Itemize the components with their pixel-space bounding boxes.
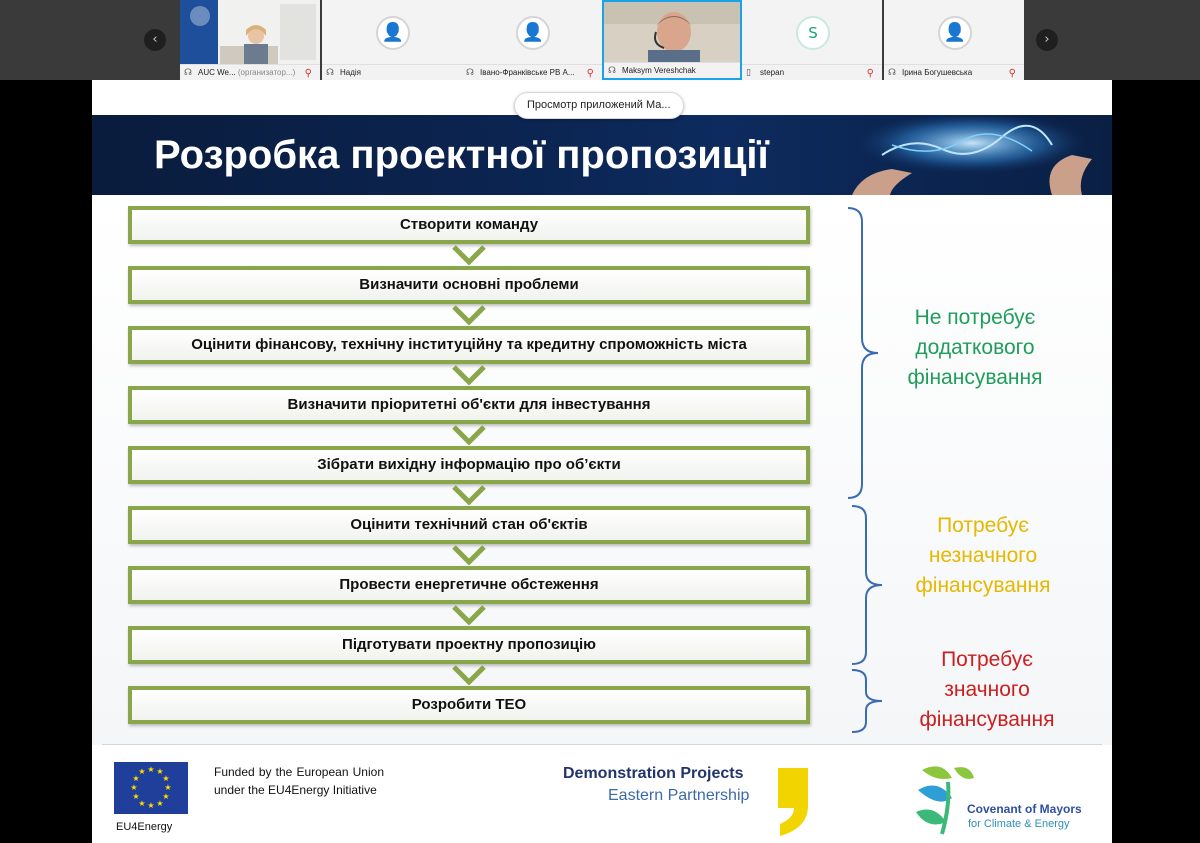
user-avatar-icon: 👤 <box>516 16 550 50</box>
mic-muted-icon: ⚲ <box>1008 68 1016 79</box>
participant-tile[interactable]: 👤 ☊ Надія <box>322 0 462 80</box>
process-step: Зібрати вихідну інформацію про об’єкти <box>128 446 810 484</box>
participant-tile[interactable]: 👤 ☊ Ірина Богушевська ⚲ <box>884 0 1024 80</box>
process-step: Створити команду <box>128 206 810 244</box>
svg-text:★: ★ <box>162 792 169 801</box>
chevron-down-icon <box>452 425 486 445</box>
group-brace <box>851 505 883 665</box>
svg-text:★: ★ <box>138 799 145 808</box>
process-step: Оцінити технічний стан об'єктів <box>128 506 810 544</box>
demo-projects-subtitle: Eastern Partnership <box>608 787 750 804</box>
participant-video: 👤 <box>884 0 1024 64</box>
chevron-left-icon[interactable]: ‹ <box>144 29 166 51</box>
participant-tile[interactable]: 👤 ☊ Івано-Франківське РВ А... ⚲ <box>462 0 602 80</box>
process-step: Провести енергетичне обстеження <box>128 566 810 604</box>
group-brace <box>851 669 883 733</box>
viewing-share-indicator[interactable]: Просмотр приложений Ма... <box>514 92 684 119</box>
headset-icon: ☊ <box>466 68 474 78</box>
phone-icon: ▯ <box>746 68 751 78</box>
mic-muted-icon: ⚲ <box>866 68 874 79</box>
user-avatar-icon: 👤 <box>938 16 972 50</box>
group-label-line: значного <box>944 678 1030 701</box>
participants-strip: ‹ ☊ AUC We... (организатор...) <box>0 0 1200 80</box>
process-step: Розробити ТЕО <box>128 686 810 724</box>
covenant-of-mayors-title: Covenant of Mayors <box>967 802 1082 816</box>
chevron-down-icon <box>452 485 486 505</box>
participant-tile[interactable]: ☊ AUC We... (организатор...) ⚲ <box>180 0 320 80</box>
eu4energy-label: EU4Energy <box>116 821 173 833</box>
participant-video <box>604 2 740 64</box>
demo-projects-logo-mark <box>778 768 808 836</box>
funding-statement: Funded by the European Union under the E… <box>214 765 384 797</box>
participant-label: ☊ Maksym Vereshchak <box>604 62 740 78</box>
chevron-down-icon <box>452 245 486 265</box>
group-label-minor-funding: Потребує незначного фінансування <box>908 511 1058 601</box>
participant-label: ▯ stepan ⚲ <box>742 64 882 80</box>
group-label-line: Потребує <box>937 514 1029 537</box>
chevron-right-icon[interactable]: › <box>1036 29 1058 51</box>
group-label-line: фінансування <box>919 708 1055 731</box>
headset-icon: ☊ <box>326 68 334 78</box>
covenant-of-mayors-logo <box>916 766 974 835</box>
chevron-down-icon <box>452 545 486 565</box>
chevron-down-icon <box>452 365 486 385</box>
participant-tile-active[interactable]: ☊ Maksym Vereshchak <box>602 0 742 80</box>
process-step: Визначити основні проблеми <box>128 266 810 304</box>
svg-text:★: ★ <box>147 765 154 774</box>
shared-slide: Розробка проектної пропозиції Просмотр п… <box>92 80 1112 843</box>
chevron-down-icon <box>452 305 486 325</box>
group-label-major-funding: Потребує значного фінансування <box>912 645 1062 735</box>
group-brace <box>847 207 879 499</box>
covenant-of-mayors-subtitle: for Climate & Energy <box>968 818 1070 830</box>
group-label-line: незначного <box>928 544 1038 567</box>
chevron-down-icon <box>452 665 486 685</box>
group-label-line: Не потребує <box>914 306 1036 329</box>
participant-label: ☊ AUC We... (организатор...) ⚲ <box>180 64 320 80</box>
participant-video: 👤 <box>462 0 602 64</box>
eu-stars-icon: ★★★ ★★★ ★★★ ★★★ <box>130 765 171 810</box>
svg-text:★: ★ <box>138 767 145 776</box>
mic-muted-icon: ⚲ <box>586 68 594 79</box>
group-label-line: фінансування <box>907 366 1043 389</box>
svg-text:★: ★ <box>130 783 137 792</box>
svg-text:★: ★ <box>156 799 163 808</box>
slide-title: Розробка проектної пропозиції <box>154 133 769 177</box>
group-label-line: додаткового <box>915 336 1035 359</box>
group-label-line: Потребує <box>941 648 1033 671</box>
process-step: Підготувати проектну пропозицію <box>128 626 810 664</box>
svg-text:★: ★ <box>147 801 154 810</box>
participant-label: ☊ Надія <box>322 64 462 80</box>
headset-icon: ☊ <box>888 68 896 78</box>
banner-background-image <box>852 115 1092 195</box>
demo-projects-title: Demonstration Projects <box>563 765 744 782</box>
svg-text:★: ★ <box>156 767 163 776</box>
headset-icon: ☊ <box>184 68 192 78</box>
svg-text:★: ★ <box>132 774 139 783</box>
eu-flag-logo: ★★★ ★★★ ★★★ ★★★ <box>114 762 188 814</box>
footer-divider <box>102 744 1102 745</box>
slide-banner: Розробка проектної пропозиції <box>92 115 1112 195</box>
chevron-down-icon <box>452 605 486 625</box>
svg-text:★: ★ <box>162 774 169 783</box>
participant-video <box>180 0 320 64</box>
svg-text:★: ★ <box>132 792 139 801</box>
group-label-line: фінансування <box>915 574 1051 597</box>
participant-label: ☊ Івано-Франківське РВ А... ⚲ <box>462 64 602 80</box>
process-step: Оцінити фінансову, технічну інституційну… <box>128 326 810 364</box>
user-avatar-letter: S <box>796 16 830 50</box>
svg-text:★: ★ <box>164 783 171 792</box>
process-step: Визначити пріоритетні об'єкти для інвест… <box>128 386 810 424</box>
group-label-no-funding: Не потребує додаткового фінансування <box>900 303 1050 393</box>
user-avatar-icon: 👤 <box>376 16 410 50</box>
participant-video: 👤 <box>322 0 462 64</box>
participant-label: ☊ Ірина Богушевська ⚲ <box>884 64 1024 80</box>
participant-video: S <box>742 0 882 64</box>
headset-icon: ☊ <box>608 66 616 76</box>
participant-tile[interactable]: S ▯ stepan ⚲ <box>742 0 882 80</box>
mic-muted-icon: ⚲ <box>304 68 312 79</box>
